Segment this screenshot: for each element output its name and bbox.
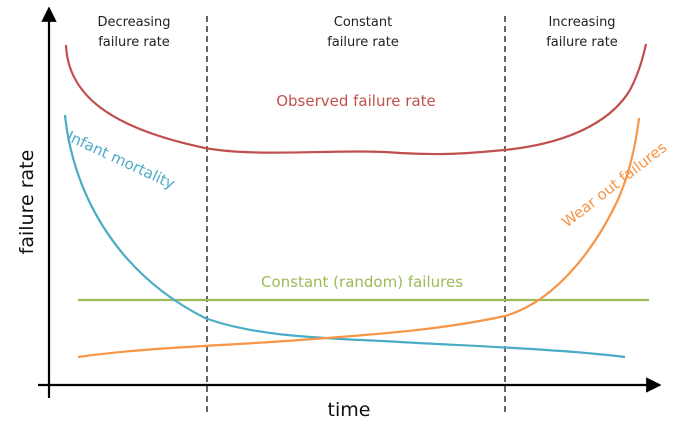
region-label-constant-line2: failure rate [327, 35, 399, 50]
x-axis-label: time [328, 399, 371, 421]
y-axis-label: failure rate [16, 150, 38, 255]
wear-out-failures-label: Wear out failures [558, 138, 670, 231]
observed-failure-rate-curve [64, 43, 648, 156]
region-label-increasing-line1: Increasing [548, 15, 615, 30]
region-label-constant-line1: Constant [334, 15, 392, 30]
constant-failures-label: Constant (random) failures [261, 273, 463, 291]
observed-failure-rate-label: Observed failure rate [276, 92, 436, 110]
region-label-decreasing-line1: Decreasing [97, 15, 170, 30]
infant-mortality-curve [63, 114, 626, 359]
wear-out-failures-curve [77, 117, 641, 359]
region-label-increasing-line2: failure rate [546, 35, 618, 50]
region-label-decreasing-line2: failure rate [98, 35, 170, 50]
